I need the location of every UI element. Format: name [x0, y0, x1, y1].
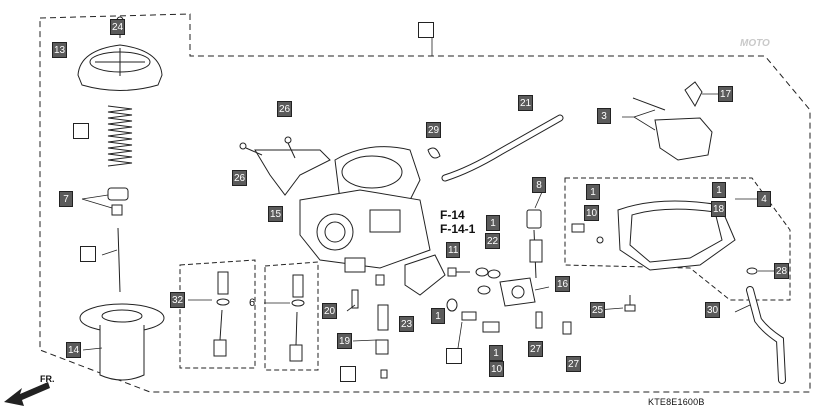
diagram-code: KTE8E1600B: [648, 397, 705, 407]
assembly-boundary: [39, 13, 811, 393]
cable-holder: [404, 254, 446, 296]
callout-empty-assembly: [418, 22, 434, 38]
callout-1-lower-left: 1: [431, 308, 445, 324]
hose-clip: [427, 147, 441, 159]
callout-8: 8: [532, 177, 546, 193]
callout-empty-needle: [80, 246, 96, 262]
callout-21: 21: [518, 95, 534, 111]
jet-components: [213, 271, 305, 362]
throttle-bracket: [254, 149, 331, 196]
callout-23: 23: [399, 316, 415, 332]
callout-empty-jet: [446, 348, 462, 364]
callout-empty-screw: [340, 366, 356, 382]
drain-screw: [624, 295, 636, 312]
leader-lines: [81, 38, 775, 351]
auto-choke-valve: [526, 209, 543, 279]
callout-18: 18: [711, 201, 727, 217]
callout-29: 29: [426, 122, 442, 138]
carb-top-cover: [77, 44, 163, 91]
watermark-logo: MOTO: [740, 38, 770, 49]
callout-30: 30: [705, 302, 721, 318]
carburetor-body: [299, 146, 431, 273]
reference-f14: F-14: [440, 208, 465, 222]
float-chamber-boundary: [564, 177, 791, 301]
reference-f14-1: F-14-1: [440, 222, 476, 236]
callout-11: 11: [446, 242, 461, 258]
callout-1-mid: 1: [486, 215, 500, 231]
callout-15: 15: [268, 206, 284, 222]
callout-19: 19: [337, 333, 353, 349]
bracket-screws: [239, 136, 296, 159]
callout-20: 20: [322, 303, 338, 319]
vacuum-diaphragm-slide: [79, 303, 165, 381]
callout-1-right: 1: [712, 182, 726, 198]
small-jets: [351, 223, 604, 379]
callout-16: 16: [555, 276, 571, 292]
callout-25: 25: [590, 302, 606, 318]
callout-10-upper: 10: [584, 205, 600, 221]
fuel-joint: [499, 277, 536, 307]
tube-clip: [746, 267, 758, 275]
float-chamber: [617, 200, 736, 271]
callout-6: 6: [249, 297, 256, 309]
callout-7: 7: [59, 191, 73, 207]
callout-1-upper: 1: [586, 184, 600, 200]
callout-27-right: 27: [566, 356, 582, 372]
jet-needle: [117, 227, 121, 293]
callout-1-lower: 1: [489, 345, 503, 361]
callout-26-top: 26: [277, 101, 293, 117]
callout-empty-spring: [73, 123, 89, 139]
callout-3: 3: [597, 108, 611, 124]
front-arrow-label: FR.: [40, 374, 55, 384]
idle-screw-boundary: [264, 261, 319, 371]
callout-4: 4: [757, 191, 771, 207]
joint-screw: [447, 267, 470, 277]
jet-set-boundary: [179, 259, 256, 369]
callout-22: 22: [485, 233, 501, 249]
callout-10-lower: 10: [489, 361, 505, 377]
front-arrow-icon: [4, 382, 50, 406]
callout-32: 32: [170, 292, 186, 308]
o-rings: [475, 267, 501, 295]
callout-14: 14: [66, 342, 82, 358]
float: [632, 97, 713, 161]
callout-26-left: 26: [232, 170, 248, 186]
callout-13: 13: [52, 42, 68, 58]
callout-28: 28: [774, 263, 790, 279]
callout-27-left: 27: [528, 341, 544, 357]
needle-clip: [107, 187, 129, 216]
callout-17: 17: [718, 86, 734, 102]
callout-24: 24: [110, 19, 126, 35]
slide-spring: [107, 105, 133, 167]
float-needle-valve: [684, 81, 703, 108]
